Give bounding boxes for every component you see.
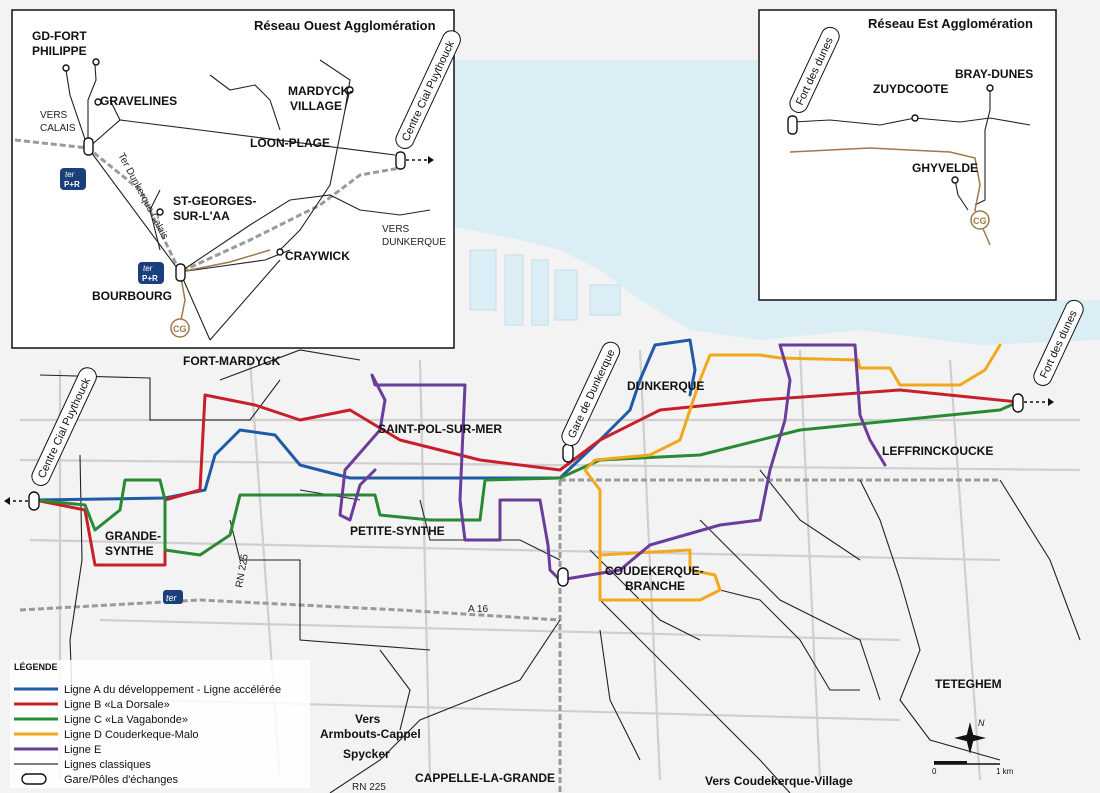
legend-item-e: Ligne E: [14, 744, 101, 756]
svg-text:Gare/Pôles d'échanges: Gare/Pôles d'échanges: [64, 774, 179, 786]
svg-text:N: N: [978, 718, 985, 728]
label-rn225-b: RN 225: [352, 782, 386, 793]
pole-stations: [4, 393, 1054, 587]
legend-item-d: Ligne D Couderkeque-Malo: [14, 729, 199, 741]
label-cappelle: CAPPELLE-LA-GRANDE: [415, 771, 555, 785]
label-dunkerque: DUNKERQUE: [627, 379, 704, 393]
svg-text:0: 0: [932, 767, 937, 776]
svg-text:BOURBOURG: BOURBOURG: [92, 289, 172, 303]
label-petite-synthe: PETITE-SYNTHE: [350, 524, 445, 538]
svg-text:GRAVELINES: GRAVELINES: [100, 94, 177, 108]
svg-text:Ligne D Couderkeque-Malo: Ligne D Couderkeque-Malo: [64, 729, 199, 741]
svg-text:Ligne C «La Vagabonde»: Ligne C «La Vagabonde»: [64, 714, 188, 726]
ligne-a: [33, 338, 697, 502]
svg-text:CG: CG: [173, 324, 187, 334]
label-grande-synthe-1: GRANDE-: [105, 529, 161, 543]
svg-text:LOON-PLAGE: LOON-PLAGE: [250, 136, 330, 150]
main-place-labels: FORT-MARDYCK SAINT-POL-SUR-MER DUNKERQUE…: [105, 354, 1002, 793]
svg-text:MARDYCK-: MARDYCK-: [288, 84, 353, 98]
svg-text:VERS: VERS: [40, 110, 68, 121]
port-basins: [469, 249, 621, 326]
ligne-b: [33, 388, 1020, 567]
sea: [440, 60, 1100, 345]
ligne-c: [33, 400, 1020, 557]
svg-text:PHILIPPE: PHILIPPE: [32, 44, 87, 58]
label-vers-armbouts-2: Armbouts-Cappel: [320, 727, 421, 741]
ligne-d: [583, 343, 1002, 602]
label-saint-pol: SAINT-POL-SUR-MER: [378, 422, 502, 436]
svg-text:GHYVELDE: GHYVELDE: [912, 161, 978, 175]
legend-item-c: Ligne C «La Vagabonde»: [14, 714, 188, 726]
legend-item-classiques: Lignes classiques: [14, 759, 151, 771]
label-leffrinckoucke: LEFFRINCKOUCKE: [882, 444, 993, 458]
svg-text:CG: CG: [973, 216, 987, 226]
legend-item-pole: Gare/Pôles d'échanges: [21, 773, 179, 786]
svg-text:Ligne A du développement - Lig: Ligne A du développement - Ligne accélér…: [64, 684, 281, 696]
ligne-e: [338, 343, 887, 582]
svg-text:ZUYDCOOTE: ZUYDCOOTE: [873, 82, 948, 96]
svg-text:BRAY-DUNES: BRAY-DUNES: [955, 67, 1033, 81]
svg-text:GD-FORT: GD-FORT: [32, 29, 87, 43]
legend-item-b: Ligne B «La Dorsale»: [14, 699, 170, 711]
svg-text:Ligne E: Ligne E: [64, 744, 101, 756]
label-teteghem: TETEGHEM: [935, 677, 1002, 691]
compass-icon: N: [954, 718, 986, 754]
label-vers-armbouts-1: Vers: [355, 712, 381, 726]
svg-text:VERS: VERS: [382, 224, 410, 235]
svg-text:ST-GEORGES-: ST-GEORGES-: [173, 194, 256, 208]
svg-text:Ligne B «La Dorsale»: Ligne B «La Dorsale»: [64, 699, 170, 711]
inset-east: Réseau Est Agglomération ZUYDCOOTE BRAY-…: [758, 9, 1057, 301]
svg-text:CRAYWICK: CRAYWICK: [285, 249, 350, 263]
svg-text:P+R: P+R: [64, 180, 80, 189]
label-vers-coudekerque-village: Vers Coudekerque-Village: [705, 774, 853, 788]
legend-item-a: Ligne A du développement - Ligne accélér…: [14, 684, 281, 696]
svg-text:DUNKERQUE: DUNKERQUE: [382, 237, 446, 248]
svg-text:1 km: 1 km: [996, 767, 1014, 776]
label-grande-synthe-2: SYNTHE: [105, 544, 154, 558]
svg-text:VILLAGE: VILLAGE: [290, 99, 342, 113]
label-a16: A 16: [468, 604, 488, 615]
svg-text:ter: ter: [65, 170, 75, 179]
svg-text:Lignes classiques: Lignes classiques: [64, 759, 151, 771]
ter-badge-main: ter: [163, 590, 183, 604]
label-coudekerque-1: COUDEKERQUE-: [605, 564, 704, 578]
inset-east-title: Réseau Est Agglomération: [868, 16, 1033, 31]
legend-title: LÉGENDE: [14, 662, 58, 672]
inset-west-title: Réseau Ouest Agglomération: [254, 18, 436, 33]
label-fort-mardyck: FORT-MARDYCK: [183, 354, 281, 368]
inset-west: Réseau Ouest Agglomération GD-FORT PHILI: [11, 9, 461, 349]
svg-text:SUR-L'AA: SUR-L'AA: [173, 209, 230, 223]
legend: LÉGENDE Ligne A du développement - Ligne…: [10, 660, 310, 788]
label-coudekerque-2: BRANCHE: [625, 579, 685, 593]
svg-text:ter: ter: [143, 264, 153, 273]
svg-text:ter: ter: [166, 593, 178, 603]
svg-text:CALAIS: CALAIS: [40, 123, 76, 134]
svg-text:P+R: P+R: [142, 274, 158, 283]
label-spycker: Spycker: [343, 747, 390, 761]
scale-bar: 0 1 km: [932, 761, 1014, 776]
